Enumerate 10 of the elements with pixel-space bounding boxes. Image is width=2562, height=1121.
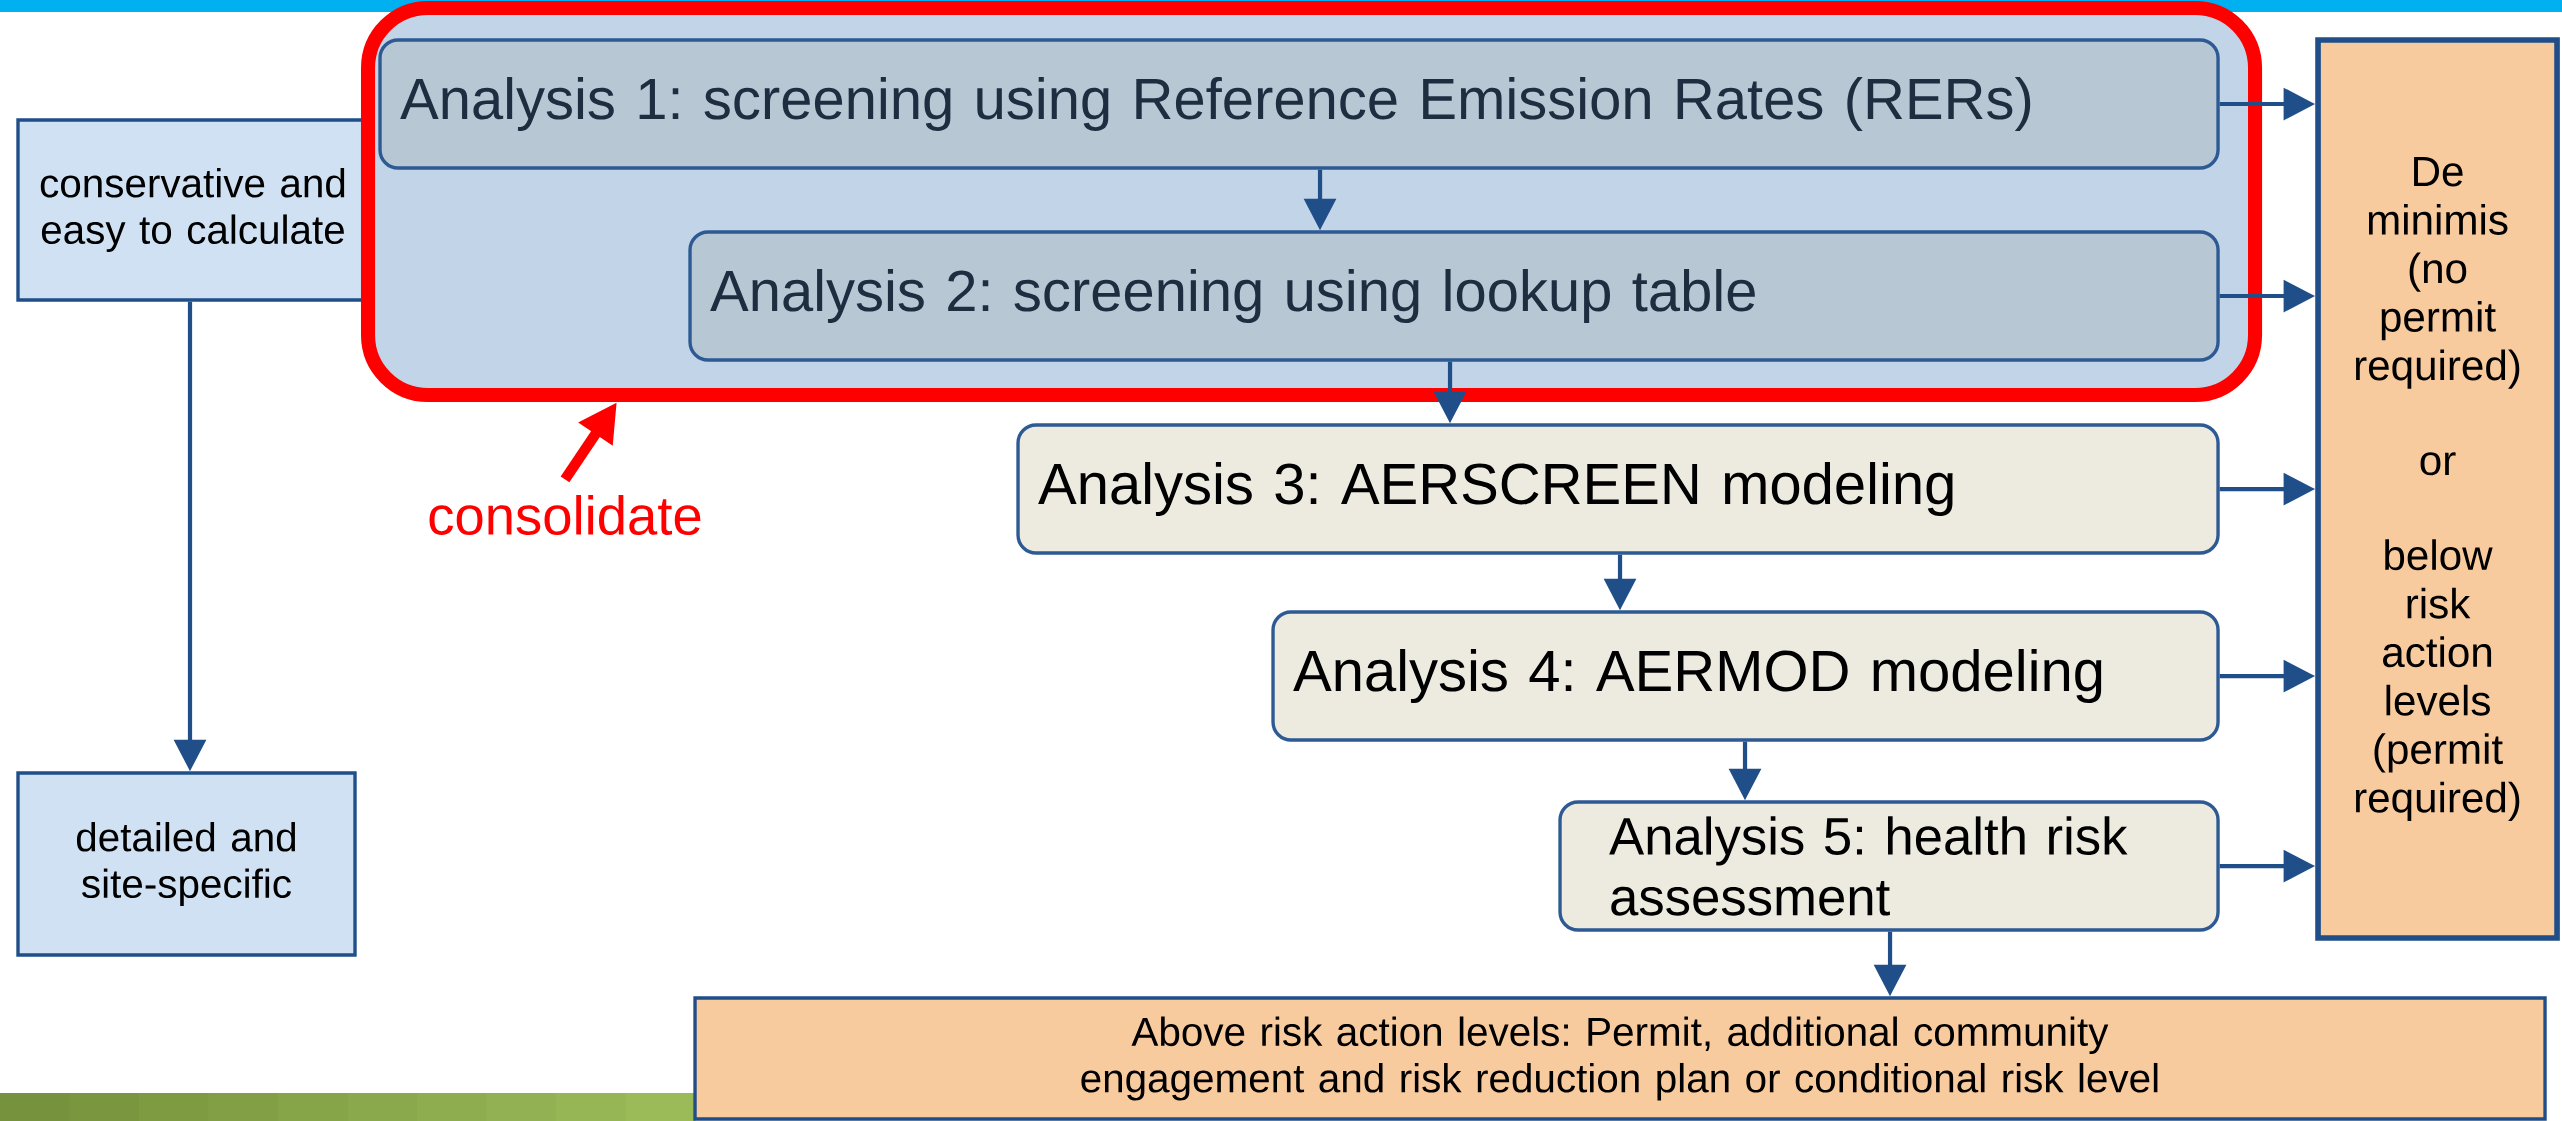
process-box: Analysis 5: health risk assessment [1558,800,2220,932]
process-box: Analysis 3: AERSCREEN modeling [1016,423,2220,555]
process-box: Analysis 4: AERMOD modeling [1271,610,2220,742]
callout-text: consolidate [429,495,701,536]
outcome-box: De minimis (no permit required) or below risk action levels (permit required) [2315,37,2560,941]
process-box: Analysis 1: screening using Reference Emission Rates (RERs) [378,38,2220,170]
note-box: conservative and easy to calculate [16,118,370,302]
outcome-box: Above risk action levels: Permit, additional community engagement and risk reduction plan or conditional risk level [693,996,2547,1121]
note-box: detailed and site-specific [16,771,357,957]
process-box: Analysis 2: screening using lookup table [688,230,2220,362]
